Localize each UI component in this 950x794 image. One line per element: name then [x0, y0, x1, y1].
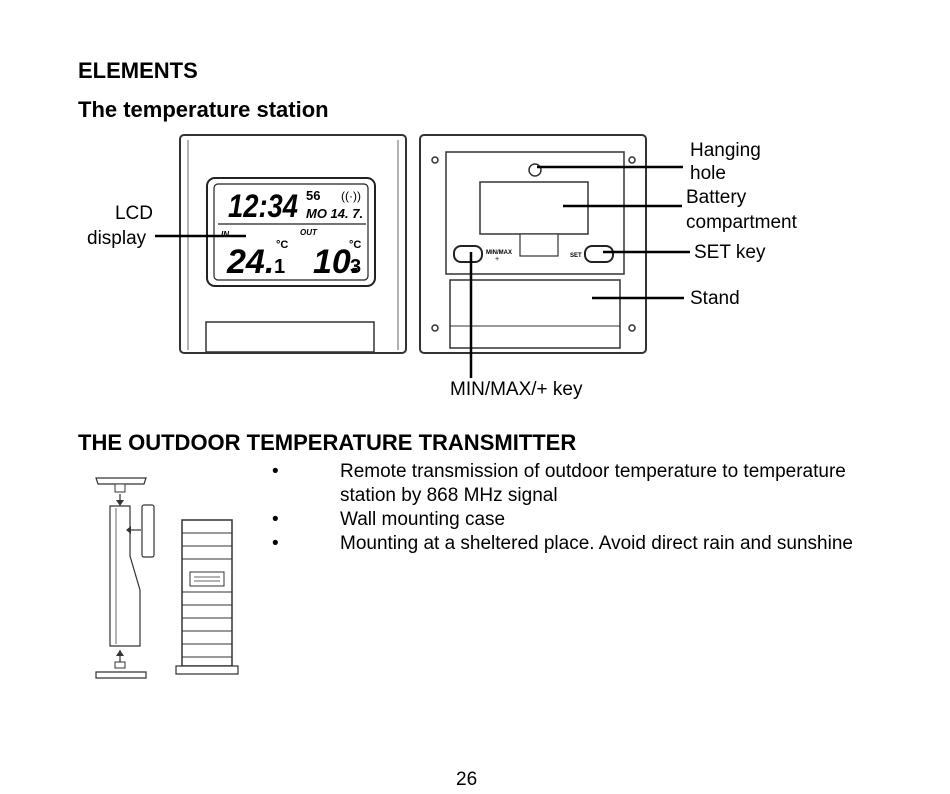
battery-compartment-label-1: Battery	[686, 187, 747, 208]
lcd-in-label: IN	[221, 230, 229, 239]
transmitter-side-view	[95, 477, 155, 679]
list-item: • Wall mounting case	[268, 508, 868, 532]
transmitter-illustration	[95, 477, 239, 679]
feature-text: Remote transmission of outdoor temperatu…	[340, 461, 846, 506]
subheading-temperature-station: The temperature station	[78, 97, 329, 122]
lcd-seconds: 56	[306, 188, 320, 203]
hanging-hole-label-1: Hanging	[690, 140, 761, 161]
lcd-in-unit: °C	[276, 239, 288, 251]
set-key-callout: SET key	[694, 242, 766, 263]
radio-signal-icon: ((·))	[341, 189, 361, 203]
lcd-date: MO 14. 7.	[306, 206, 363, 221]
bullet-icon: •	[272, 461, 279, 482]
lcd-in-temp: 24.	[226, 243, 274, 281]
stand-callout: Stand	[690, 288, 740, 309]
lcd-out-temp: 10.	[313, 243, 360, 281]
station-front-view: 12:34 56 ((·)) MO 14. 7. IN OUT 24. 1 °C…	[179, 134, 407, 354]
minmax-key-label: MIN/MAX	[486, 250, 512, 256]
page-number: 26	[456, 769, 478, 790]
bullet-icon: •	[272, 509, 279, 530]
set-key-label: SET	[570, 253, 582, 259]
minmax-key-callout: MIN/MAX/+ key	[450, 379, 583, 400]
screw-icon	[628, 156, 636, 164]
station-back-view: MIN/MAX + SET	[419, 134, 647, 354]
lcd-display-label-2: display	[87, 228, 147, 249]
temperature-station-illustration: 12:34 56 ((·)) MO 14. 7. IN OUT 24. 1 °C…	[155, 134, 690, 378]
lcd-out-temp-decimal: 3	[350, 256, 361, 278]
screw-icon	[628, 324, 636, 332]
screw-icon	[431, 324, 439, 332]
lcd-in-temp-decimal: 1	[274, 256, 285, 278]
bullet-icon: •	[272, 533, 279, 554]
transmitter-feature-list: • Remote transmission of outdoor tempera…	[268, 460, 868, 556]
battery-compartment-label-2: compartment	[686, 212, 797, 233]
section-heading-elements: ELEMENTS	[78, 58, 198, 83]
lcd-time: 12:34	[228, 188, 298, 224]
set-key[interactable]	[584, 245, 614, 263]
lcd-out-label: OUT	[300, 228, 318, 237]
lcd-out-unit: °C	[349, 239, 361, 251]
list-item: • Mounting at a sheltered place. Avoid d…	[268, 532, 868, 556]
transmitter-front-view	[175, 519, 239, 675]
feature-text: Wall mounting case	[340, 509, 506, 530]
list-item: • Remote transmission of outdoor tempera…	[268, 460, 868, 508]
plus-key-label: +	[495, 256, 499, 263]
screw-icon	[431, 156, 439, 164]
minmax-key[interactable]	[453, 245, 483, 263]
hanging-hole-label-2: hole	[690, 163, 726, 179]
section-heading-transmitter: THE OUTDOOR TEMPERATURE TRANSMITTER	[78, 430, 577, 455]
lcd-display-label-1: LCD	[114, 203, 153, 224]
feature-text: Mounting at a sheltered place. Avoid dir…	[340, 533, 853, 554]
